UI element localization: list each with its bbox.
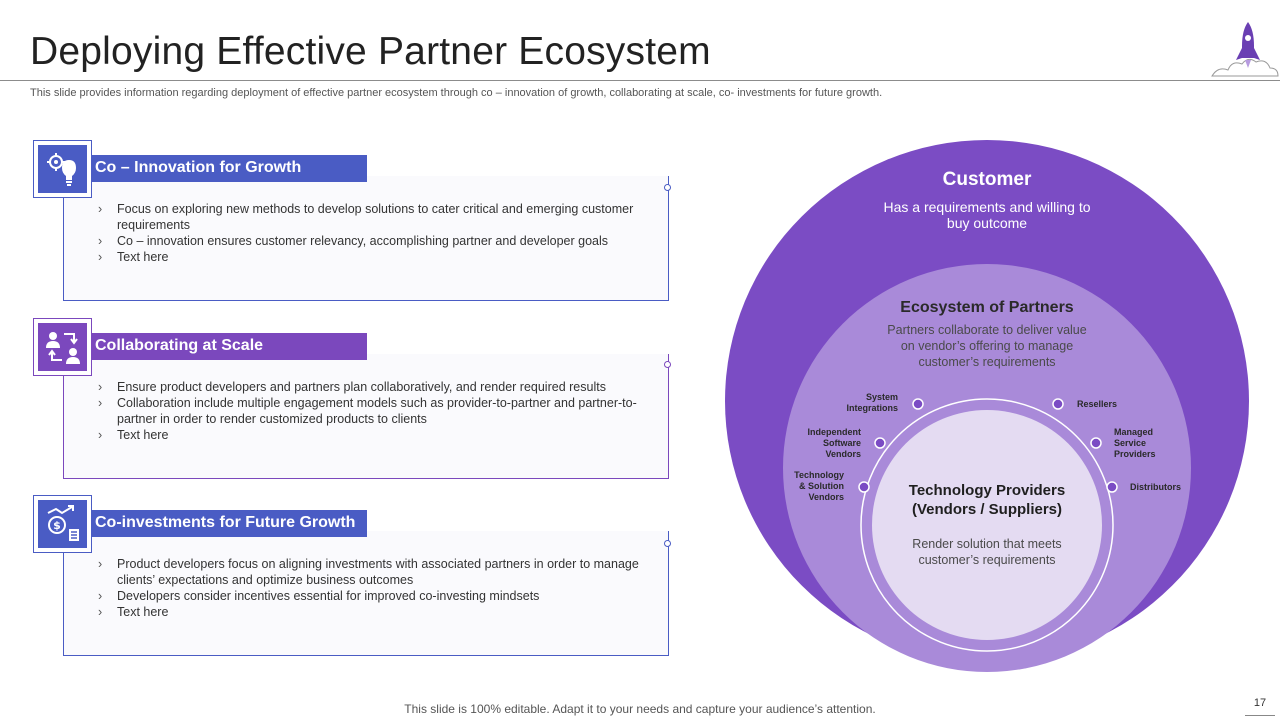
section-collaborating: Collaborating at Scale Ensure product de… [33,318,673,483]
list-item: Focus on exploring new methods to develo… [96,201,656,233]
ecosystem-text-line: Partners collaborate to deliver value [887,323,1087,337]
investment-growth-icon: $ [47,505,79,541]
lightbulb-gears-icon [46,153,76,186]
bullet-list: Focus on exploring new methods to develo… [96,201,656,265]
partner-label-independent-software-vendors: Independent Software Vendors [807,427,862,459]
connector-dot [664,540,671,547]
customer-title: Customer [942,169,1032,190]
section-heading: Co – Innovation for Growth [91,155,367,182]
technology-text-line: customer’s requirements [918,553,1056,567]
partner-ring [860,398,1114,652]
partner-node [1106,481,1118,493]
section-co-innovation: Co – Innovation for Growth Focus on expl… [33,140,673,305]
ecosystem-text-line: on vendor’s offering to manage [900,339,1074,353]
list-item: Text here [96,249,656,265]
technology-providers-circle [872,410,1102,640]
connector-dot [664,361,671,368]
bullet-list: Product developers focus on aligning inv… [96,556,656,620]
partner-node [1090,437,1102,449]
list-item: Collaboration include multiple engagemen… [96,395,656,427]
technology-text-line: Render solution that meets [912,537,1062,551]
title-divider [0,80,1280,81]
slide-subtitle: This slide provides information regardin… [30,87,883,99]
section-icon-frame [33,140,92,198]
technology-title-line: (Vendors / Suppliers) [911,501,1063,518]
customer-text-line: buy outcome [946,215,1028,231]
section-co-investments: $ Co-investments for Future Growth Produ… [33,495,673,660]
list-item: Text here [96,604,656,620]
partner-node [1052,398,1064,410]
partner-node [874,437,886,449]
ecosystem-text-line: customer’s requirements [918,355,1056,369]
list-item: Product developers focus on aligning inv… [96,556,656,588]
list-item: Ensure product developers and partners p… [96,379,656,395]
connector-dot [664,184,671,191]
partner-label-managed-service-providers: Managed Service Providers [1114,427,1156,459]
section-icon-frame [33,318,92,376]
list-item: Co – innovation ensures customer relevan… [96,233,656,249]
ecosystem-title: Ecosystem of Partners [900,299,1074,316]
list-item: Developers consider incentives essential… [96,588,656,604]
partner-node [858,481,870,493]
technology-title-line: Technology Providers [908,482,1066,499]
footer-note: This slide is 100% editable. Adapt it to… [404,702,876,716]
section-heading: Collaborating at Scale [91,333,367,360]
partner-node [912,398,924,410]
svg-text:$: $ [53,519,61,532]
page-number: 17 [1245,694,1275,716]
people-exchange-icon [45,332,80,364]
rocket-logo-icon [1211,22,1279,77]
partner-label-resellers: Resellers [1077,399,1118,409]
bullet-list: Ensure product developers and partners p… [96,379,656,443]
section-icon-frame: $ [33,495,92,553]
partner-label-system-integrations: System Integrations [846,392,898,413]
slide-title: Deploying Effective Partner Ecosystem [30,30,711,73]
partner-label-distributors: Distributors [1130,482,1182,492]
section-heading: Co-investments for Future Growth [91,510,367,537]
list-item: Text here [96,427,656,443]
customer-text-line: Has a requirements and willing to [883,199,1091,215]
partner-label-technology-solution-vendors: Technology & Solution Vendors [794,470,844,502]
